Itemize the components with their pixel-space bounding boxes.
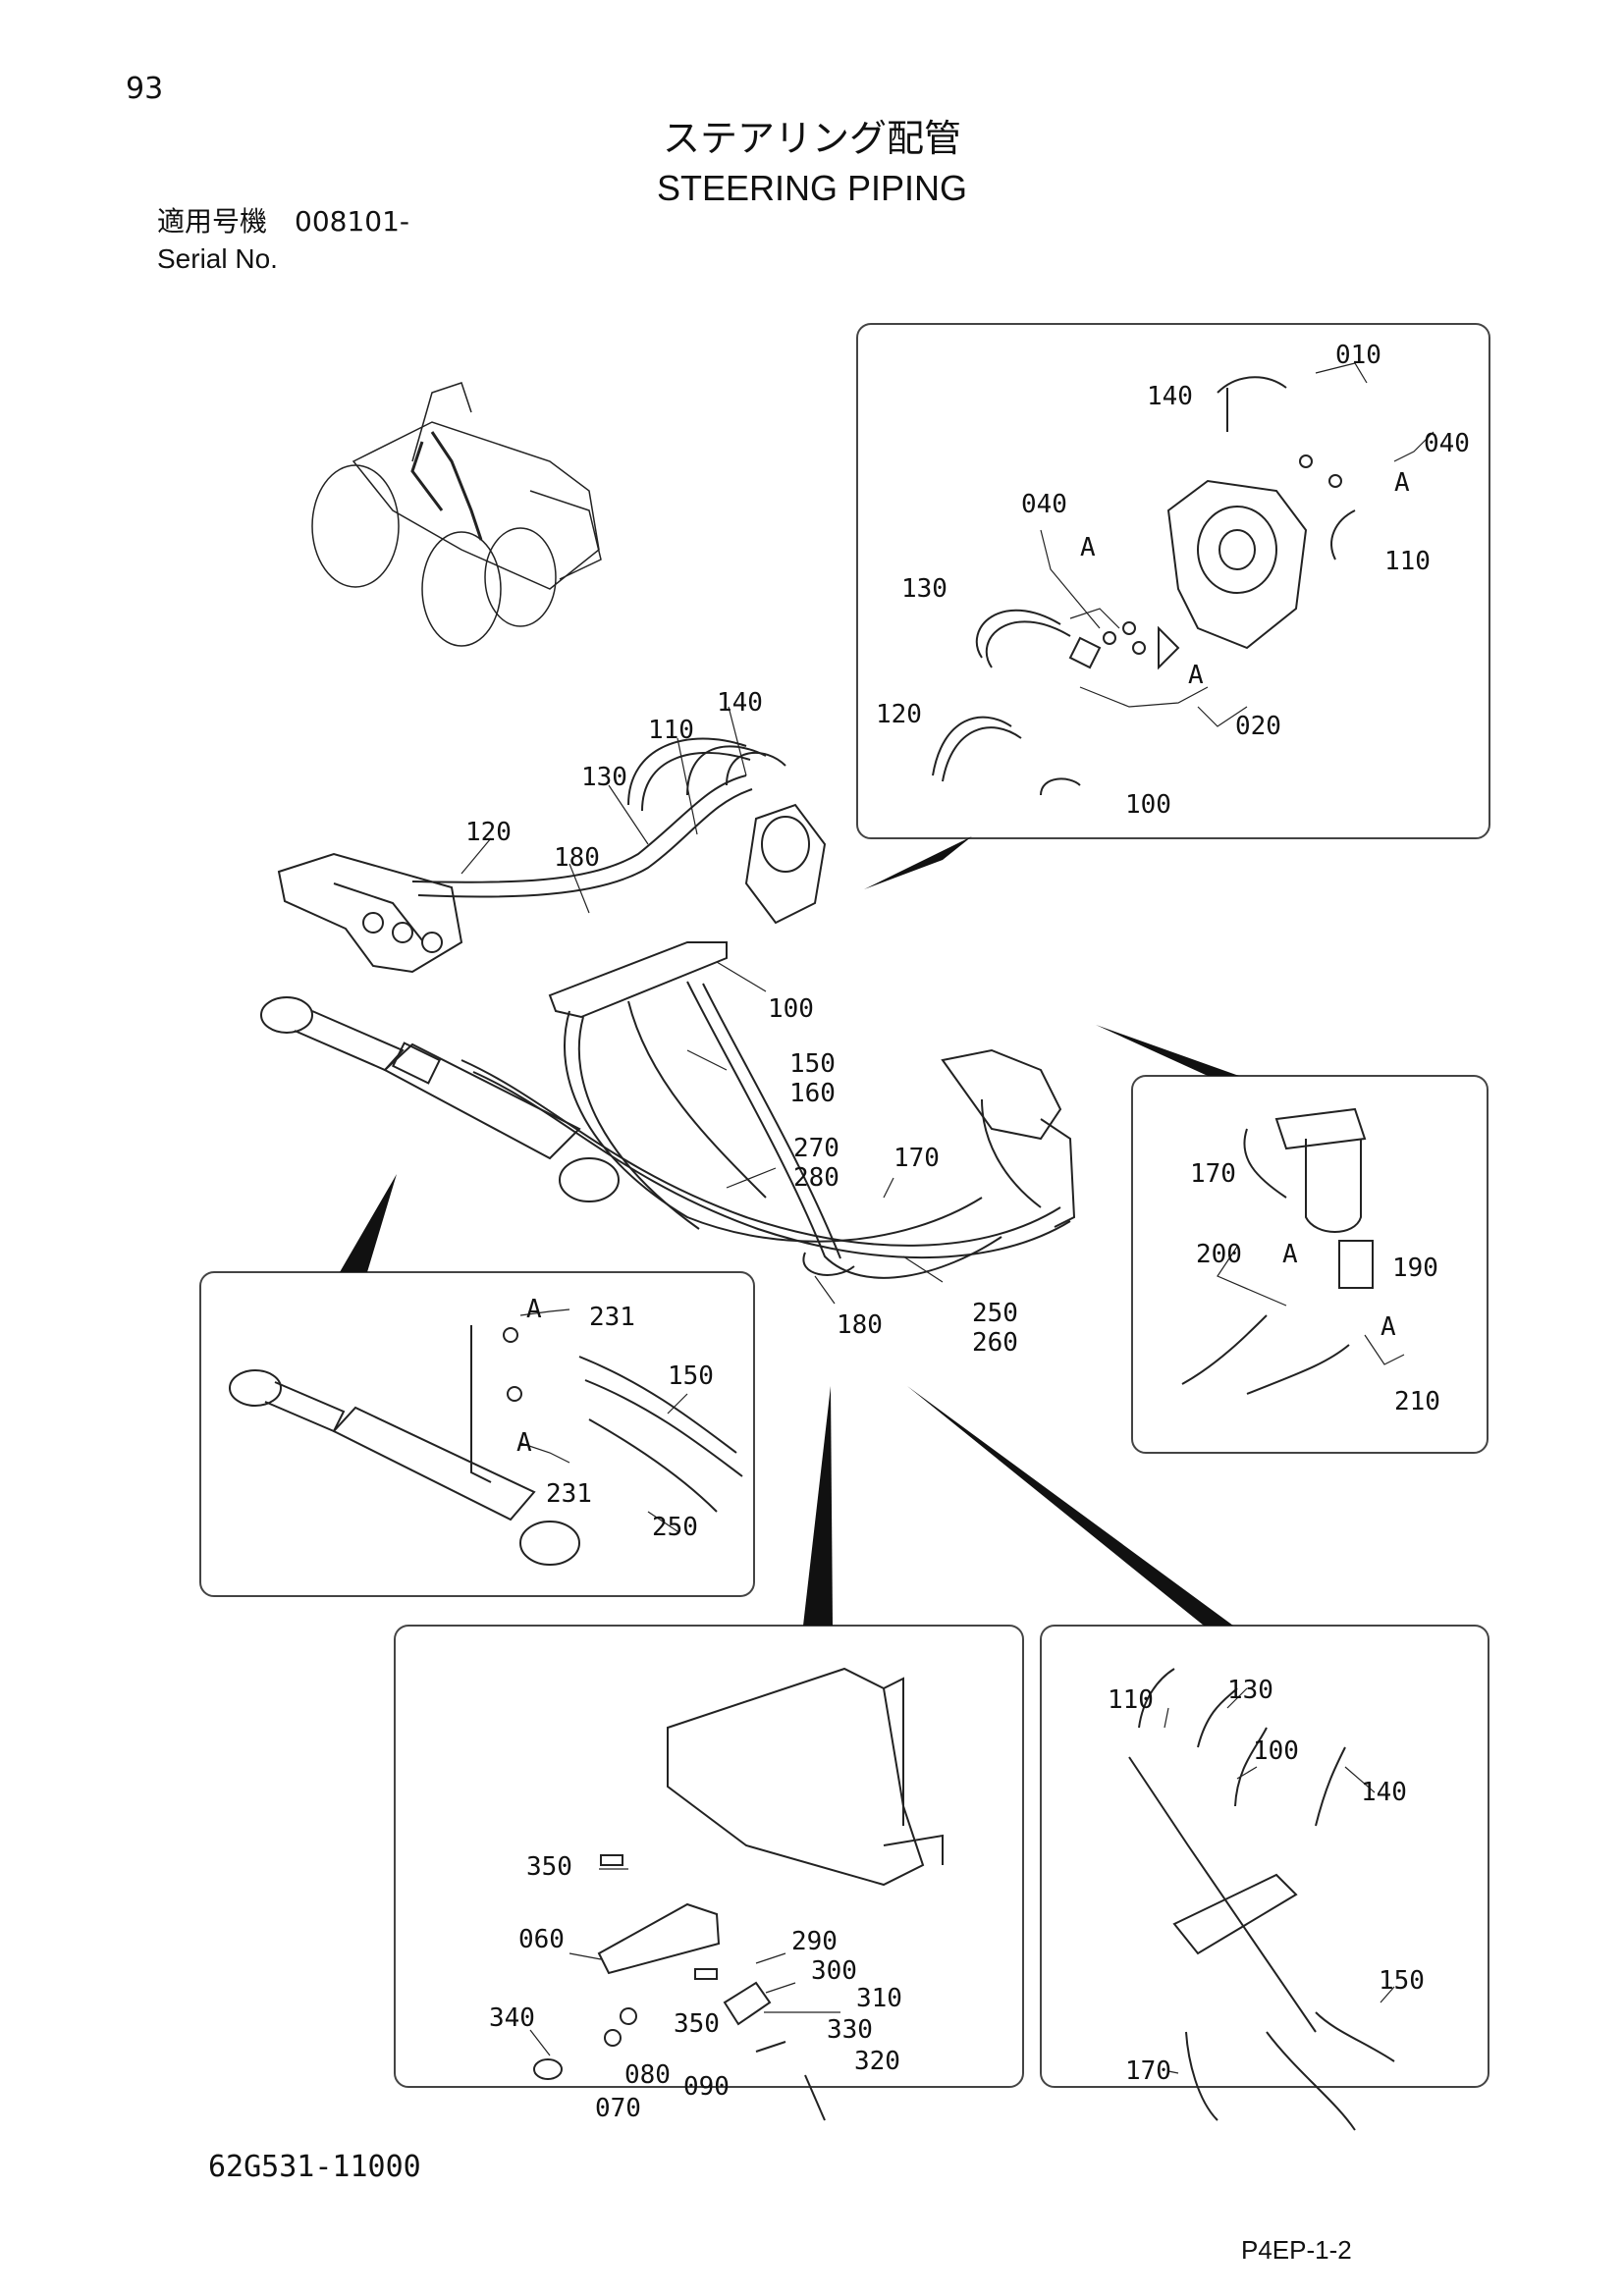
serial-label: Serial No. [157,243,278,274]
callouts-cylinder-detail: A 231 150 A 231 250 [516,1295,714,1542]
cylinder-detail-drawing [229,1325,743,1566]
callout-label: A [516,1428,532,1458]
callout-label: 170 [893,1144,940,1173]
hose-detail-frame [1040,1625,1489,2088]
valve-detail-frame [1131,1075,1489,1454]
page-title-japanese: ステアリング配管 [662,117,961,160]
callout-label: 120 [876,700,922,729]
callout-label: 090 [683,2072,730,2102]
callout-label: 080 [624,2060,671,2090]
cylinder-detail-frame [199,1271,755,1597]
callout-label: 350 [526,1852,572,1882]
steering-cylinder-main [260,996,620,1202]
callout-label: 140 [717,688,763,718]
page-title: STEERING PIPING [656,168,968,208]
callout-label: 040 [1424,429,1470,458]
callout-label: 231 [589,1303,635,1332]
callout-label: 250 [972,1299,1018,1328]
pointer-wedge-cylinder [340,1174,397,1272]
callout-label: 330 [827,2015,873,2045]
valve-detail-drawing [1181,1107,1374,1395]
callout-label: A [1380,1312,1396,1342]
callout-label: 270 [793,1134,839,1163]
callout-label: 250 [652,1513,698,1542]
callout-label: 070 [595,2094,641,2123]
callouts-bracket-detail: 350 060 290 300 310 340 350 330 080 090 … [489,1852,902,2123]
callout-label: 260 [972,1328,1018,1358]
pump-detail-drawing [932,376,1356,796]
callout-label: 100 [1125,790,1171,820]
callout-label: 100 [768,994,814,1024]
callout-label: A [1188,661,1204,690]
callout-label: 190 [1392,1254,1438,1283]
callout-label: 180 [554,843,600,873]
pointer-wedge-bracket [803,1386,833,1626]
callout-label: 180 [837,1310,883,1340]
serial-applicability: 適用号機 008101- [157,205,409,238]
callout-label: 320 [854,2047,900,2076]
callout-label: A [1394,468,1410,498]
callout-label: 010 [1335,341,1381,370]
bracket-detail-drawing [533,1667,944,2121]
callout-label: 140 [1147,382,1193,411]
pointer-wedge-pump [864,836,972,889]
callout-label: 231 [546,1479,592,1509]
callout-label: 060 [518,1925,565,1954]
callout-label: 300 [811,1956,857,1986]
main-hoses [411,737,1071,1279]
callout-label: A [526,1295,542,1324]
tractor-thumbnail [311,382,602,647]
callout-label: 310 [856,1984,902,2013]
callout-label: 100 [1253,1736,1299,1766]
filter-valve-main [941,1048,1076,1228]
callouts-pump-detail: 010 140 040 A 040 A 110 130 120 A 020 10… [876,341,1470,820]
pointer-wedge-valve [1096,1025,1239,1076]
callout-label: 150 [668,1362,714,1391]
callout-label: 110 [1384,547,1431,576]
mounting-bracket-main [548,941,728,1019]
callout-label: 160 [789,1079,836,1108]
callout-label: 110 [648,716,694,745]
callout-label: 340 [489,2003,535,2033]
callout-label: 210 [1394,1387,1440,1416]
steering-unit-main [744,803,827,925]
callout-label: 170 [1190,1159,1236,1189]
callout-label: 130 [581,763,627,792]
callout-label: 120 [465,818,512,847]
page-code: P4EP-1-2 [1241,2235,1352,2265]
pointer-wedge-hose [907,1386,1233,1626]
callout-label: 140 [1361,1778,1407,1807]
callout-label: 280 [793,1163,839,1193]
document-code: 62G531-11000 [208,2150,421,2184]
callout-label: 110 [1108,1685,1154,1715]
callout-label: 130 [901,574,947,604]
callout-label: 170 [1125,2056,1171,2086]
callout-label: 040 [1021,490,1067,519]
callout-label: 020 [1235,712,1281,741]
callout-label: 290 [791,1927,838,1956]
bracket-detail-frame [394,1625,1024,2088]
callouts-hose-detail: 110 130 100 140 150 170 [1108,1676,1425,2086]
callout-label: 150 [1379,1966,1425,1996]
pump-detail-frame [856,323,1490,839]
hose-detail-drawing [1128,1668,1395,2131]
leader-lines [460,362,1435,2074]
callouts-main: 110 140 130 120 180 100 150 160 270 280 … [465,688,1018,1358]
callout-label: 130 [1227,1676,1273,1705]
callout-label: 350 [674,2009,720,2039]
callout-label: A [1282,1240,1298,1269]
control-valve-main [277,852,463,974]
callout-label: A [1080,533,1096,562]
callouts-valve-detail: 170 200 A 190 A 210 [1190,1159,1440,1416]
page-number: 93 [126,72,164,106]
callout-label: 200 [1196,1240,1242,1269]
callout-label: 150 [789,1049,836,1079]
